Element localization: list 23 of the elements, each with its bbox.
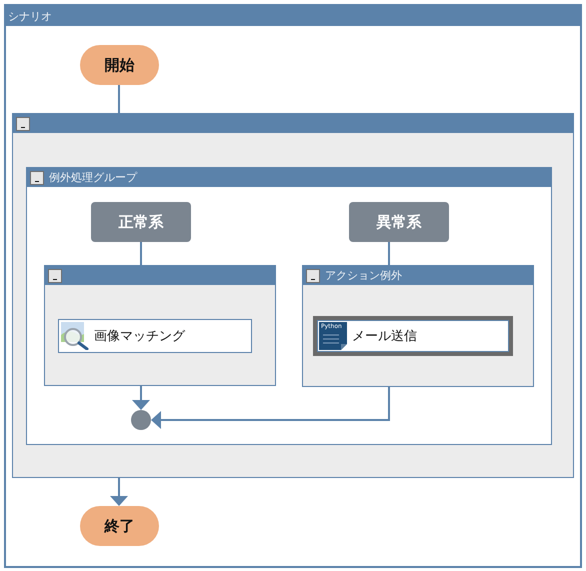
group-panel — [302, 265, 534, 387]
merge-point — [131, 410, 151, 430]
terminal-pill: 開始 — [80, 45, 159, 85]
branch-tag: 正常系 — [91, 202, 191, 242]
panel-title: アクション例外 — [325, 269, 402, 282]
connector-line — [140, 242, 142, 265]
connector-line — [388, 242, 390, 265]
group-panel — [26, 167, 552, 445]
branch-tag: 異常系 — [349, 202, 449, 242]
arrow — [132, 386, 150, 410]
arrow — [110, 478, 128, 506]
terminal-pill: 終了 — [80, 506, 159, 546]
group-panel — [12, 113, 574, 478]
panel-title: シナリオ — [8, 10, 52, 22]
action-step — [58, 319, 252, 353]
arrow — [151, 387, 390, 429]
panel-title: 例外処理グループ — [49, 171, 137, 184]
action-label: メール送信 — [352, 328, 417, 345]
group-panel — [4, 4, 582, 568]
connector-line — [118, 85, 120, 113]
action-step — [313, 316, 513, 356]
group-panel — [44, 265, 276, 386]
action-label: 画像マッチング — [94, 328, 185, 345]
